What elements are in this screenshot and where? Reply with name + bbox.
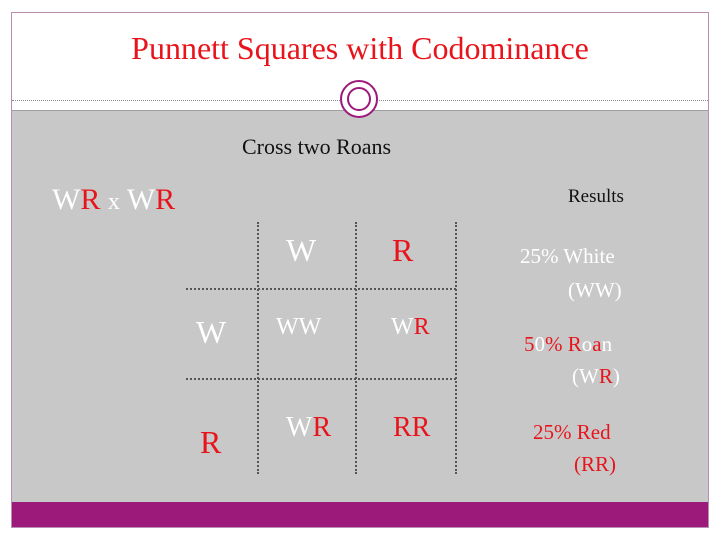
subtitle: Cross two Roans — [242, 134, 392, 159]
circle-ornament-inner — [347, 87, 371, 111]
grid-line-h2 — [186, 378, 456, 380]
grid-col-header-r: R — [392, 232, 414, 268]
grid-cell-wr-top-w: W — [391, 314, 414, 340]
grid-line-v2 — [355, 222, 357, 474]
grid-cell-wr-top-r: R — [413, 314, 430, 340]
result-roan-close: ) — [612, 364, 620, 388]
cross-x: x — [107, 189, 120, 215]
result-roan-n: n — [601, 332, 613, 356]
result-white-line1: 25% White — [520, 244, 615, 268]
grid-cell-wr-bottom: WR — [286, 412, 331, 444]
slide-frame — [11, 12, 709, 528]
grid-cell-wr-bottom-r: R — [312, 412, 332, 443]
result-red-line1: 25% Red — [533, 420, 611, 444]
result-roan-r: R — [598, 364, 613, 388]
grid-line-v1 — [257, 222, 259, 474]
grid-cell-wr-top: WR — [391, 314, 430, 341]
grid-line-h1 — [186, 288, 456, 290]
grid-row-header-r: R — [200, 424, 222, 460]
cross-p2-allele-w: W — [126, 183, 156, 216]
cross-p1-allele-r: R — [80, 183, 101, 216]
circle-ornament-icon — [340, 80, 378, 118]
grid-cell-rr: RR — [393, 412, 431, 443]
result-roan-open: (W — [572, 364, 599, 388]
results-label: Results — [568, 186, 624, 207]
footer-bar — [12, 502, 708, 527]
cross-p2-allele-r: R — [155, 183, 176, 216]
parental-cross: WR x WR — [52, 183, 175, 217]
cross-p1-allele-w: W — [52, 183, 81, 216]
grid-line-v3 — [455, 222, 457, 474]
grid-col-header-w: W — [286, 232, 317, 268]
result-roan-5: 5 — [524, 332, 535, 356]
grid-cell-wr-bottom-w: W — [286, 412, 313, 443]
content-panel — [12, 110, 708, 502]
result-roan-line2: (WR) — [572, 364, 620, 389]
grid-cell-ww: WW — [276, 314, 322, 340]
grid-row-header-w: W — [196, 314, 227, 350]
result-roan-pct: % R — [545, 332, 582, 356]
result-roan-o: o — [581, 332, 593, 356]
result-white-line2: (WW) — [568, 278, 622, 302]
result-roan-a: a — [592, 332, 602, 356]
slide-title: Punnett Squares with Codominance — [131, 30, 589, 66]
result-roan-line1: 50% Roan — [524, 332, 612, 357]
result-roan-0: 0 — [534, 332, 546, 356]
result-red-line2: (RR) — [574, 452, 616, 476]
